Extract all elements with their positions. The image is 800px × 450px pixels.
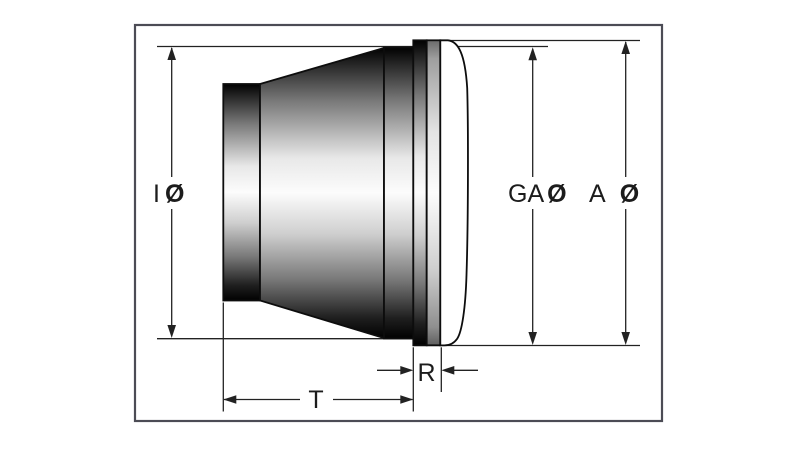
label-rim-width: R — [417, 359, 435, 387]
dimension-outer-diameter — [621, 41, 630, 345]
arrow-down-icon — [167, 325, 176, 338]
dimension-housing-depth — [223, 395, 414, 404]
headlight-insert — [222, 39, 469, 347]
dimension-glass-diameter — [528, 47, 537, 345]
arrow-right-icon — [400, 366, 414, 375]
lens — [439, 39, 469, 347]
glass-ring — [425, 39, 442, 347]
arrow-up-icon — [167, 47, 176, 60]
arrow-up-icon — [621, 41, 630, 54]
dimension-inner-diameter — [167, 47, 176, 338]
arrow-left-icon — [441, 366, 455, 375]
arrow-left-icon — [223, 395, 237, 404]
arrow-down-icon — [621, 332, 630, 345]
rim-ring — [412, 39, 428, 347]
housing-rear-cylinder — [222, 83, 261, 302]
arrow-right-icon — [400, 395, 414, 404]
arrow-down-icon — [528, 332, 537, 345]
drawing-frame — [133, 23, 664, 423]
housing-collar — [383, 46, 415, 340]
dimension-rim-width — [377, 366, 478, 375]
label-housing-depth: T — [308, 386, 323, 414]
housing-cone — [259, 46, 385, 340]
arrow-up-icon — [528, 47, 537, 61]
